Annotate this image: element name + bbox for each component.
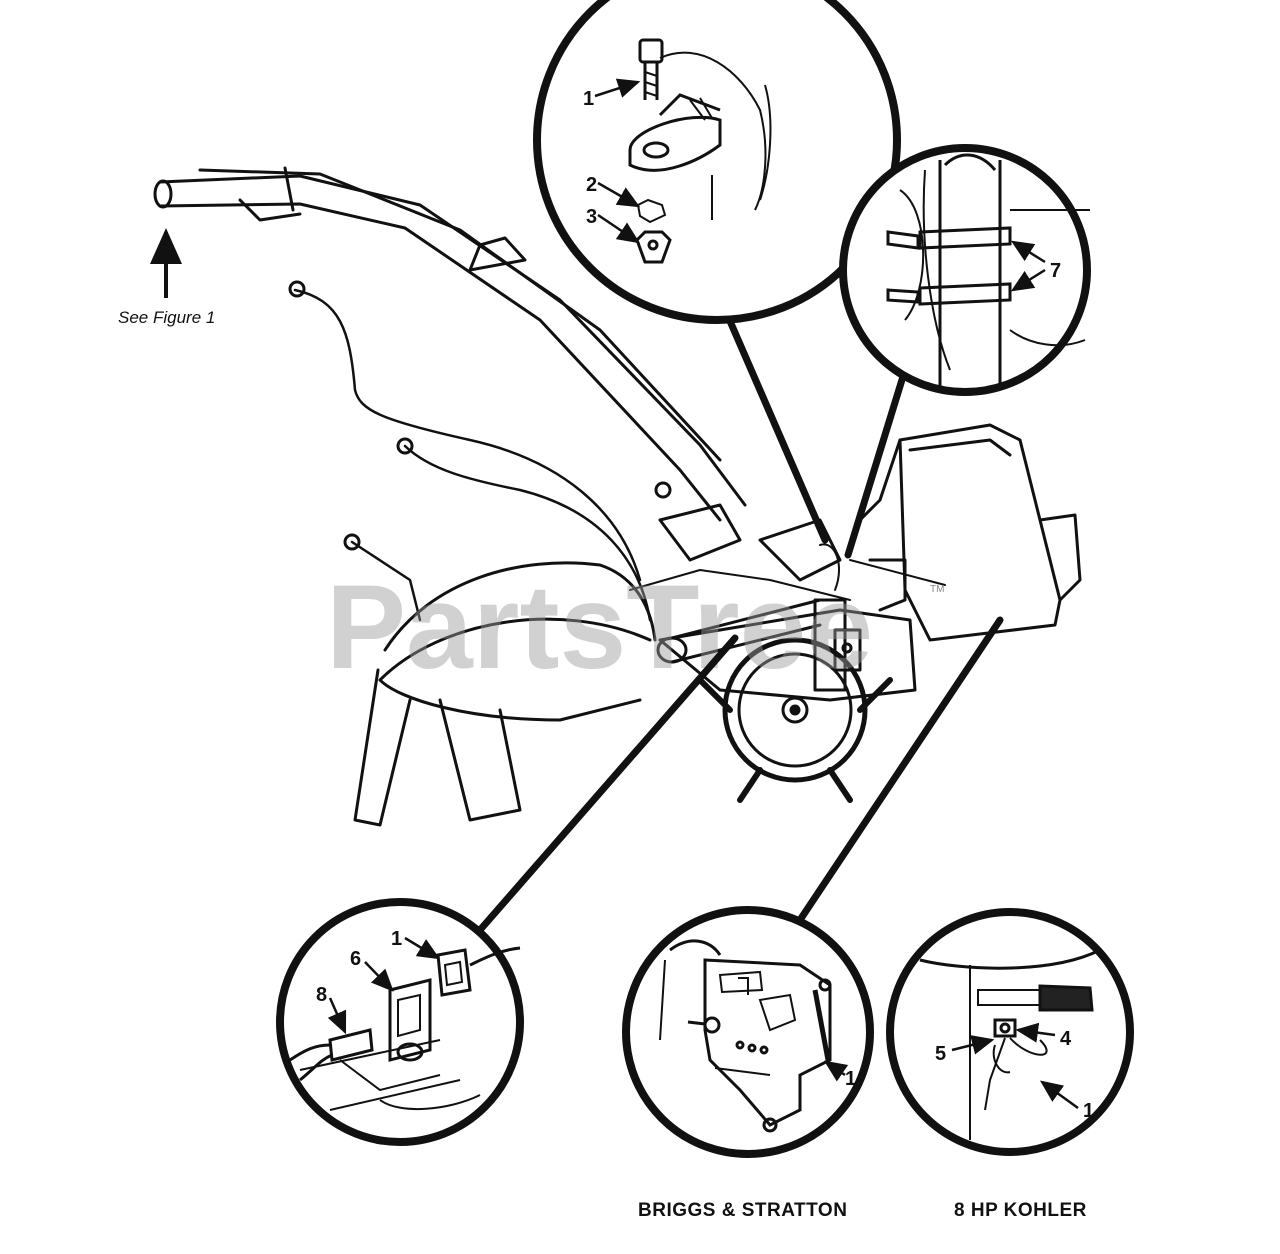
detail-circle-right: 7 (839, 144, 1091, 396)
watermark: PartsTree TM (326, 560, 944, 694)
see-figure-pointer: See Figure 1 (118, 228, 215, 327)
detail-circle-kohler: 4 5 1 (886, 908, 1134, 1156)
callout-bl-8: 8 (316, 984, 327, 1006)
caption-kohler: 8 HP KOHLER (954, 1200, 1087, 1221)
detail-circle-top: 1 2 3 (533, 0, 901, 324)
watermark-tm: TM (930, 584, 944, 595)
callout-bl-1: 1 (391, 928, 402, 950)
tiller-main-drawing (153, 166, 1082, 827)
callout-bl-6: 6 (350, 948, 361, 970)
callout-right-7: 7 (1050, 260, 1061, 282)
callout-top-2: 2 (586, 174, 597, 196)
see-figure-label: See Figure 1 (118, 308, 215, 327)
watermark-text: PartsTree (326, 560, 873, 694)
caption-briggs: BRIGGS & STRATTON (638, 1200, 847, 1221)
detail-circle-bottom-left: 1 6 8 (276, 898, 524, 1146)
callout-kohler-4: 4 (1060, 1028, 1072, 1050)
callout-briggs-1: 1 (845, 1068, 856, 1090)
callout-top-1: 1 (583, 88, 594, 110)
callout-top-3: 3 (586, 206, 597, 228)
detail-circle-briggs: 1 (622, 906, 874, 1158)
callout-kohler-5: 5 (935, 1043, 946, 1065)
callout-kohler-1: 1 (1083, 1100, 1094, 1122)
